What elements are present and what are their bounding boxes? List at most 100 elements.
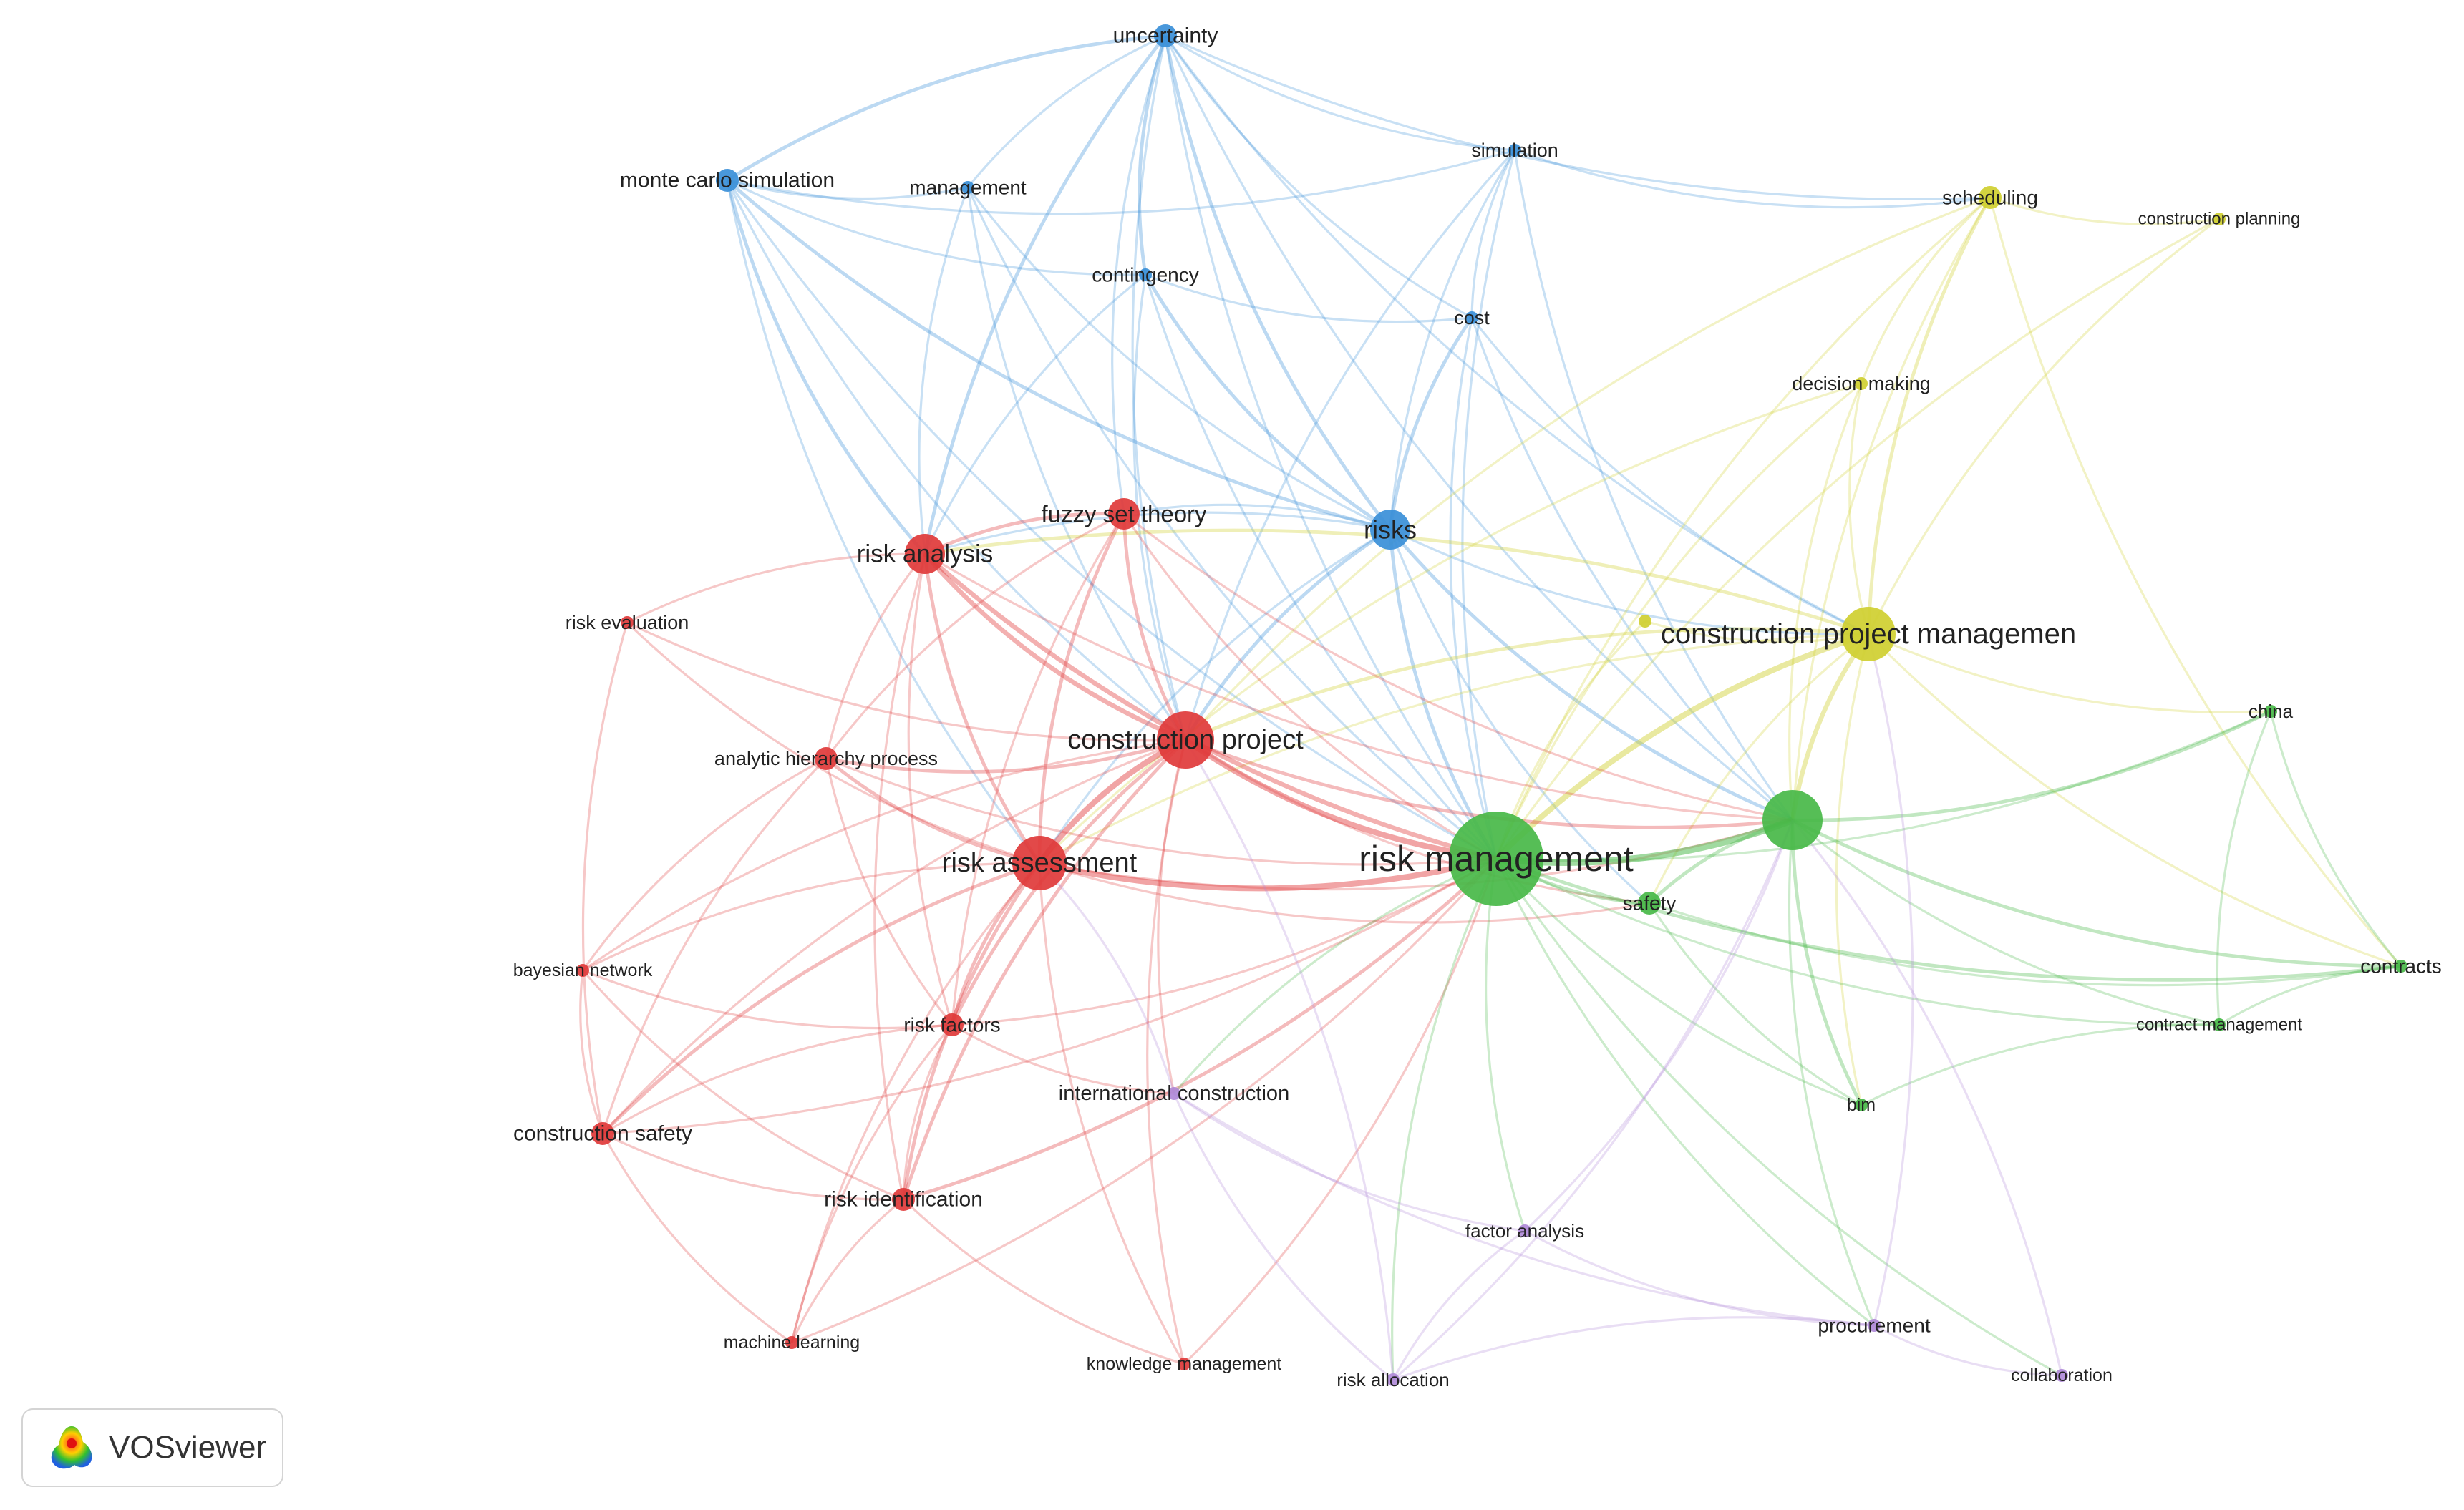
node-procurement[interactable] — [1868, 1319, 1881, 1332]
label-analytic-hierarchy-process[interactable]: analytic hierarchy process — [714, 748, 938, 769]
link-construction-project-management-risk-management — [1494, 631, 1870, 861]
link-construction-project-management-bim — [1835, 633, 1870, 1106]
label-construction-project[interactable]: construction project — [1067, 725, 1304, 755]
link-risk-assessment-construction-safety — [601, 861, 1040, 1135]
link-uncertainty-contingency — [1138, 35, 1168, 276]
label-risk-assessment[interactable]: risk assessment — [942, 848, 1138, 878]
node-scheduling[interactable] — [1979, 186, 2002, 209]
link-risk-management-bim — [1495, 857, 1862, 1106]
link-risk-assessment-safety — [1039, 862, 1650, 924]
label-risk-management[interactable]: risk management — [1359, 839, 1634, 879]
label-safety[interactable]: safety — [1623, 892, 1677, 915]
label-collaboration[interactable]: collaboration — [2011, 1365, 2113, 1385]
link-contingency-risk-analysis — [923, 273, 1146, 555]
label-factor-analysis[interactable]: factor analysis — [1465, 1220, 1584, 1242]
label-risk-evaluation[interactable]: risk evaluation — [566, 612, 689, 633]
node-construction-planning[interactable] — [2213, 213, 2226, 225]
node-international-construction[interactable] — [1168, 1087, 1180, 1100]
label-risks[interactable]: risks — [1364, 515, 1417, 545]
link-risk-evaluation-construction-project — [626, 621, 1186, 742]
node-yellow-minor[interactable] — [1639, 615, 1651, 628]
node-risk-analysis[interactable] — [905, 534, 945, 574]
link-risk-analysis-risk-evaluation — [626, 552, 926, 624]
link-analytic-hierarchy-process-bayesian-network — [581, 757, 827, 971]
node-management[interactable] — [961, 181, 974, 194]
link-simulation-scheduling — [1514, 149, 1991, 209]
node-risk-management[interactable] — [1449, 812, 1543, 906]
label-contingency[interactable]: contingency — [1092, 264, 1198, 286]
label-bim[interactable]: bim — [1847, 1095, 1876, 1115]
node-contingency[interactable] — [1139, 268, 1152, 281]
node-construction-safety[interactable] — [591, 1122, 614, 1145]
node-simulation[interactable] — [1508, 144, 1521, 157]
link-risks-risk-assessment — [1038, 528, 1391, 864]
label-construction-project-management[interactable]: construction project managemen — [1661, 618, 2076, 650]
link-international-construction-risk-allocation — [1173, 1093, 1395, 1381]
node-risk-allocation[interactable] — [1387, 1373, 1400, 1386]
link-risk-allocation-green-hub — [1392, 819, 1794, 1381]
link-monte-carlo-simulation-risks — [726, 179, 1391, 532]
label-risk-factors[interactable]: risk factors — [903, 1014, 1000, 1036]
label-contract-management[interactable]: contract management — [2136, 1015, 2302, 1035]
label-knowledge-management[interactable]: knowledge management — [1087, 1354, 1281, 1374]
node-risk-factors[interactable] — [941, 1013, 964, 1036]
link-risk-factors-machine-learning — [790, 1023, 954, 1343]
node-factor-analysis[interactable] — [1518, 1224, 1531, 1237]
node-fuzzy-set-theory[interactable] — [1108, 498, 1140, 530]
label-machine-learning[interactable]: machine learning — [724, 1333, 860, 1353]
node-risk-identification[interactable] — [892, 1188, 915, 1211]
node-machine-learning[interactable] — [785, 1336, 798, 1349]
node-risks[interactable] — [1370, 510, 1410, 550]
node-knowledge-management[interactable] — [1178, 1358, 1190, 1370]
link-scheduling-contracts — [1989, 197, 2402, 968]
label-contracts[interactable]: contracts — [2360, 955, 2442, 978]
node-green-hub[interactable] — [1762, 790, 1823, 850]
label-simulation[interactable]: simulation — [1471, 140, 1558, 161]
label-uncertainty[interactable]: uncertainty — [1113, 24, 1218, 48]
link-risk-evaluation-risk-assessment — [626, 621, 1040, 864]
label-construction-planning[interactable]: construction planning — [2138, 210, 2301, 229]
node-cost[interactable] — [1465, 311, 1478, 324]
link-construction-project-management-risk-assessment — [1039, 633, 1869, 864]
node-risk-evaluation[interactable] — [621, 616, 634, 629]
label-construction-safety[interactable]: construction safety — [513, 1122, 692, 1146]
node-uncertainty[interactable] — [1154, 24, 1177, 47]
label-china[interactable]: china — [2249, 701, 2294, 722]
node-analytic-hierarchy-process[interactable] — [815, 747, 838, 770]
label-management[interactable]: management — [909, 177, 1027, 199]
node-bim[interactable] — [1855, 1099, 1868, 1111]
node-monte-carlo-simulation[interactable] — [716, 169, 739, 192]
node-bayesian-network[interactable] — [576, 964, 589, 977]
link-risks-risk-analysis — [924, 511, 1391, 555]
label-international-construction[interactable]: international construction — [1059, 1082, 1289, 1105]
vosviewer-badge[interactable]: VOSviewer — [21, 1408, 283, 1487]
node-risk-assessment[interactable] — [1012, 836, 1067, 890]
node-safety[interactable] — [1638, 892, 1661, 915]
label-bayesian-network[interactable]: bayesian network — [513, 960, 653, 980]
link-risk-analysis-green-hub — [924, 552, 1793, 822]
link-management-risk-management — [966, 187, 1497, 860]
node-decision-making[interactable] — [1855, 377, 1868, 390]
node-china[interactable] — [2264, 705, 2277, 718]
label-fuzzy-set-theory[interactable]: fuzzy set theory — [1041, 501, 1207, 527]
label-scheduling[interactable]: scheduling — [1942, 187, 2038, 209]
link-analytic-hierarchy-process-risk-assessment — [825, 757, 1040, 865]
node-construction-project-management[interactable] — [1841, 607, 1896, 661]
link-management-risk-analysis — [918, 187, 969, 555]
label-risk-allocation[interactable]: risk allocation — [1337, 1369, 1450, 1390]
label-risk-identification[interactable]: risk identification — [824, 1188, 983, 1212]
label-monte-carlo-simulation[interactable]: monte carlo simulation — [620, 169, 835, 193]
node-construction-project[interactable] — [1157, 711, 1214, 769]
node-contracts[interactable] — [2395, 960, 2407, 973]
brand-name: VOSviewer — [109, 1430, 267, 1465]
link-risk-allocation-construction-project — [1184, 739, 1395, 1380]
node-collaboration[interactable] — [2055, 1369, 2068, 1382]
link-risks-safety — [1389, 529, 1651, 905]
label-risk-analysis[interactable]: risk analysis — [857, 540, 994, 568]
label-cost[interactable]: cost — [1454, 307, 1490, 328]
label-procurement[interactable]: procurement — [1818, 1315, 1930, 1337]
link-china-contracts — [2269, 711, 2402, 968]
label-decision-making[interactable]: decision making — [1792, 373, 1931, 394]
node-contract-management[interactable] — [2213, 1018, 2226, 1031]
